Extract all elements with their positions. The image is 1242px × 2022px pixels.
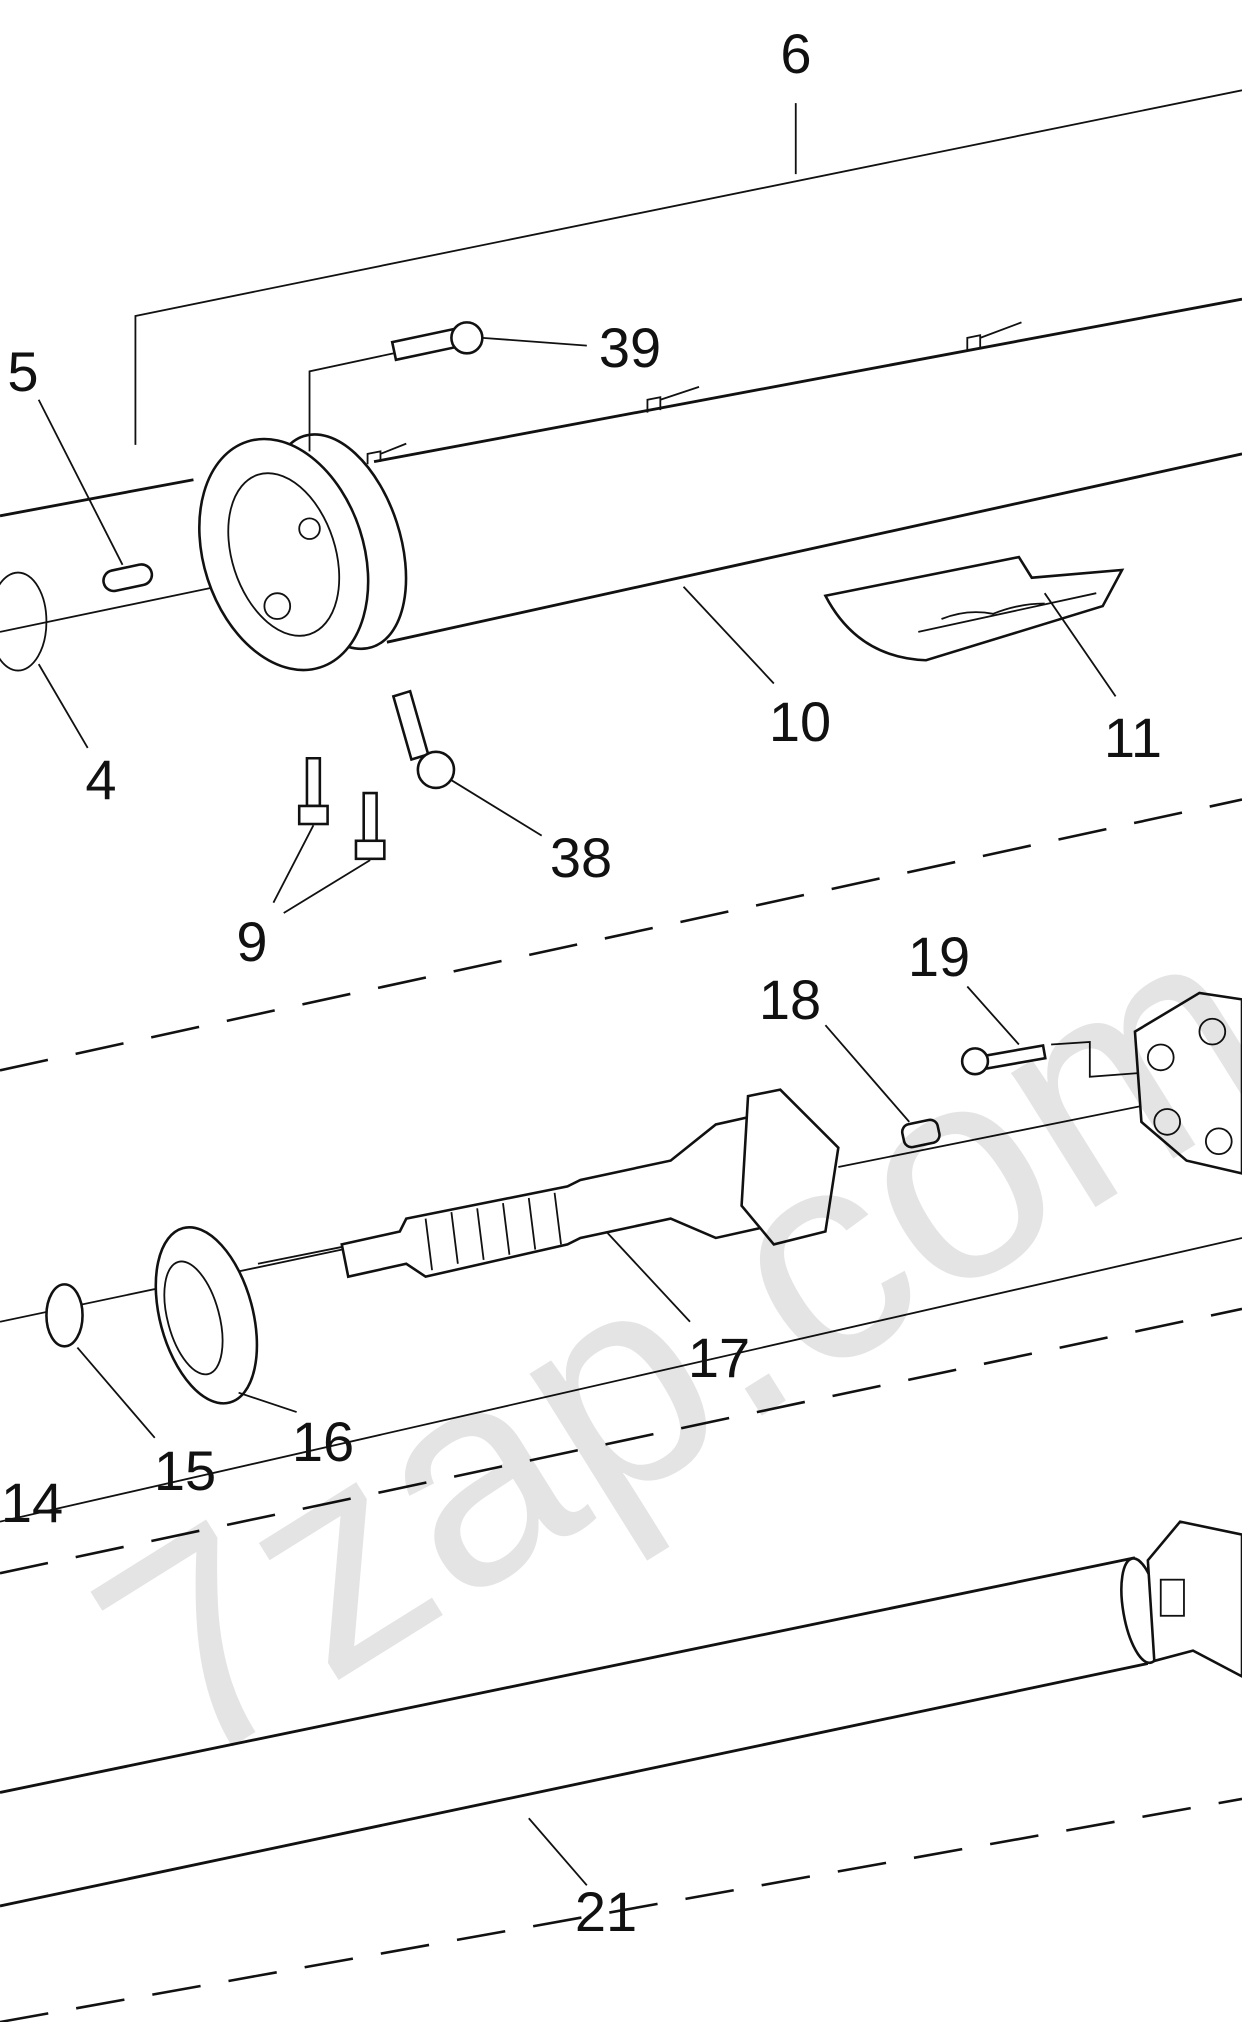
- yoke-slot: [1159, 1578, 1185, 1617]
- leader-15: [76, 1346, 156, 1439]
- callout-17: 17: [687, 1326, 751, 1389]
- callout-6: 6: [780, 22, 812, 85]
- callout-19: 19: [907, 925, 971, 988]
- separator-2: [0, 1307, 1242, 1575]
- bolt-39: [390, 327, 461, 362]
- screw-9b-head: [354, 839, 386, 861]
- separator-1: [0, 798, 1242, 1072]
- leader-18: [824, 1024, 910, 1123]
- bearing-16-inner: [163, 1260, 224, 1376]
- separator-2b: [0, 1237, 1242, 1523]
- callout-16: 16: [291, 1410, 355, 1473]
- bushing-18: [900, 1118, 941, 1149]
- upper-tube-bottom: [386, 452, 1242, 644]
- callout-9: 9: [236, 910, 268, 973]
- shaft-17-splines: [424, 1192, 562, 1271]
- leader-38: [450, 779, 543, 837]
- leader-16: [238, 1391, 297, 1413]
- cover-11-detail: [918, 592, 1097, 633]
- tube-tab: [366, 442, 407, 465]
- end-cap-hole: [263, 592, 292, 620]
- screw-9a: [305, 756, 322, 808]
- upper-tube-top: [0, 478, 194, 518]
- end-cap-inner: [227, 472, 341, 637]
- callout-4: 4: [85, 748, 117, 811]
- callout-38: 38: [549, 826, 613, 889]
- seal-ring-4: [0, 571, 48, 672]
- end-cap-hole: [298, 517, 321, 540]
- screw-9a-head: [297, 804, 329, 826]
- bolt-19-head: [960, 1047, 990, 1076]
- leader-11: [1043, 592, 1117, 697]
- pin-5: [102, 563, 154, 593]
- lower-tube-bottom: [0, 1662, 1149, 1908]
- leader-21: [528, 1817, 588, 1886]
- leader-39: [482, 336, 587, 347]
- callout-14: 14: [0, 1471, 64, 1534]
- leader-17: [605, 1230, 691, 1323]
- leader-10: [682, 586, 775, 685]
- tube-tab: [646, 386, 700, 413]
- leader-19: [966, 985, 1142, 1078]
- callout-5: 5: [7, 340, 39, 403]
- cover-11: [823, 555, 1125, 662]
- bearing-16: [154, 1226, 259, 1405]
- upper-tube-top2: [373, 297, 1242, 464]
- coupling-bolt: [1146, 1043, 1175, 1072]
- callout-11: 11: [1103, 706, 1163, 769]
- lower-tube-top: [0, 1556, 1136, 1794]
- end-cap-face: [198, 437, 370, 672]
- clip-15: [45, 1283, 84, 1348]
- coupling-bolt: [1153, 1108, 1181, 1136]
- bracket-6: [134, 89, 1242, 445]
- callout-21: 21: [574, 1880, 638, 1943]
- bolt-39-head: [450, 321, 484, 355]
- leader-4: [37, 663, 89, 749]
- screw-38: [391, 689, 430, 762]
- tube-tab: [966, 321, 1022, 351]
- callout-18: 18: [758, 968, 822, 1031]
- leader-5: [37, 399, 124, 566]
- callout-10: 10: [768, 690, 832, 753]
- screw-9b: [362, 791, 378, 843]
- lower-tube-yoke: [1146, 1520, 1242, 1678]
- callout-15: 15: [153, 1439, 217, 1502]
- coupling-bolt: [1204, 1127, 1233, 1156]
- shaft-17-flange: [740, 1088, 840, 1246]
- callout-39: 39: [598, 316, 662, 379]
- screw-38-head: [416, 750, 456, 790]
- separator-3: [0, 1797, 1242, 2022]
- leader-9: [272, 824, 371, 914]
- leader-39-path: [308, 352, 394, 452]
- coupling-bolt: [1198, 1017, 1227, 1046]
